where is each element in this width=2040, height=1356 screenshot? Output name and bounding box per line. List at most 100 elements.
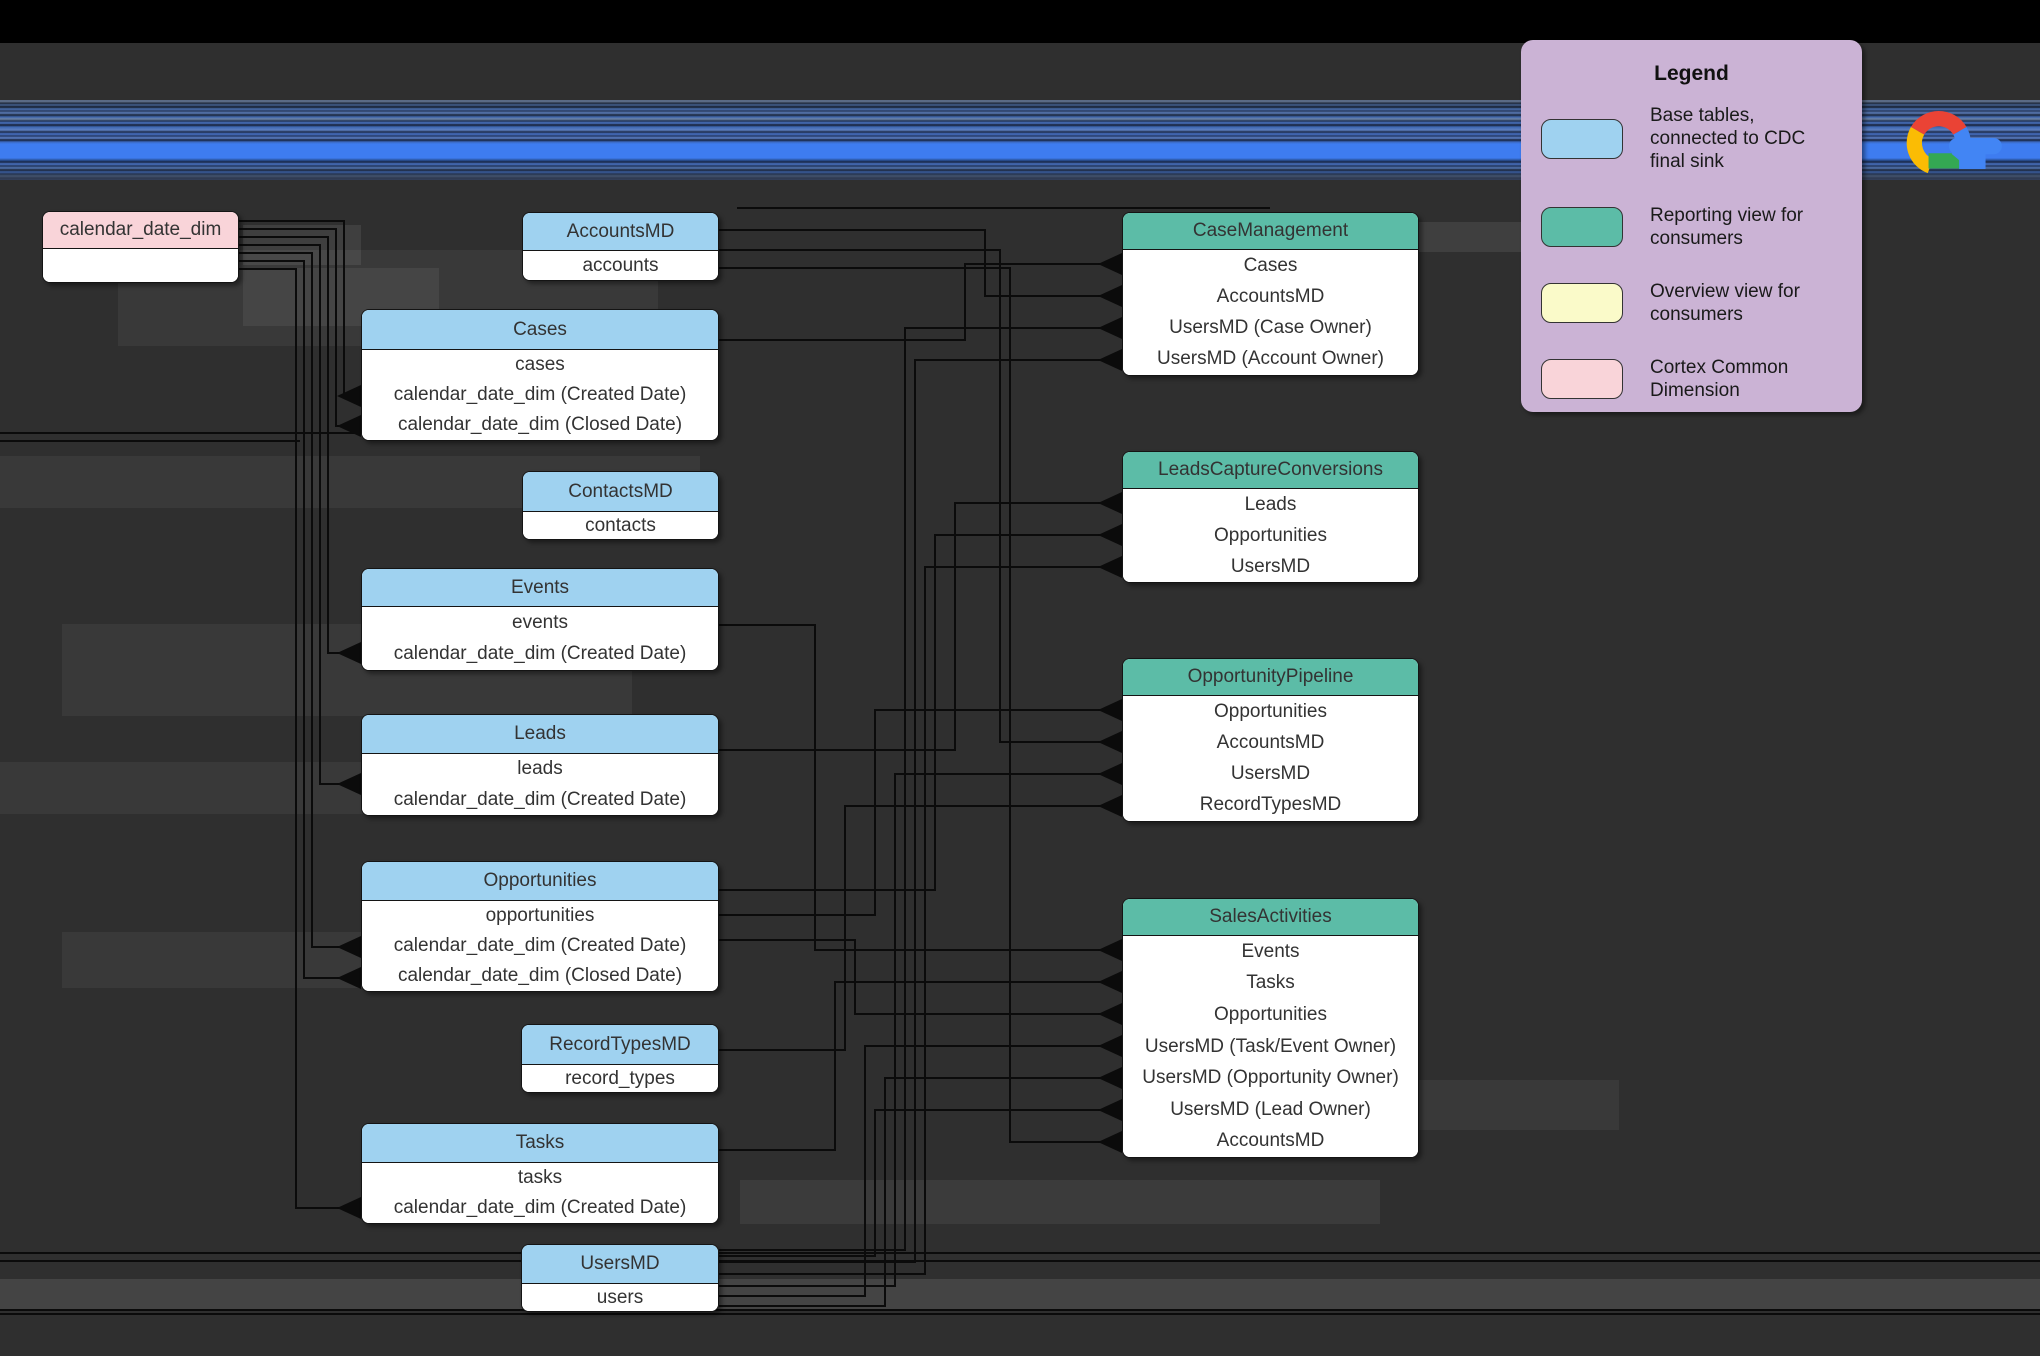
- table-title: UsersMD: [522, 1245, 718, 1284]
- crowsfoot-arrowhead: [1098, 524, 1122, 546]
- table-calendar-date-dim[interactable]: calendar_date_dim: [42, 211, 239, 283]
- crowsfoot-arrowhead: [1098, 1099, 1122, 1121]
- legend-item: Cortex Common Dimension: [1541, 356, 1842, 402]
- crowsfoot-arrowhead: [337, 967, 361, 989]
- table-title: calendar_date_dim: [43, 212, 238, 249]
- table-leads[interactable]: Leads leads calendar_date_dim (Created Dat…: [361, 714, 719, 816]
- table-title: OpportunityPipeline: [1123, 659, 1418, 696]
- table-row: Cases: [1243, 254, 1298, 276]
- legend-swatch-reporting-view: [1541, 206, 1623, 247]
- table-row: UsersMD: [1230, 555, 1311, 577]
- connector-edge: [719, 1109, 1122, 1257]
- table-row: tasks: [517, 1167, 563, 1188]
- crowsfoot-arrowhead: [337, 385, 361, 407]
- table-title: Events: [362, 569, 718, 607]
- legend-item: Reporting view for consumers: [1541, 204, 1842, 250]
- table-title: Opportunities: [362, 862, 718, 901]
- table-title: AccountsMD: [523, 213, 718, 251]
- table-row: opportunities: [485, 905, 595, 926]
- artifact-band: [0, 1279, 2040, 1309]
- table-row: UsersMD (Account Owner): [1157, 348, 1384, 370]
- table-body: record_types: [522, 1065, 718, 1092]
- table-row: Opportunities: [1213, 700, 1327, 722]
- crowsfoot-arrowhead: [1098, 349, 1122, 371]
- table-row: [43, 249, 238, 282]
- table-title: CaseManagement: [1123, 213, 1418, 250]
- connector-edge: [719, 1077, 1122, 1307]
- crowsfoot-arrowhead: [1098, 1131, 1122, 1153]
- table-row: calendar_date_dim (Closed Date): [397, 965, 683, 986]
- connector-edge: [719, 1045, 1122, 1297]
- legend-swatch-base-tables: [1541, 118, 1623, 159]
- connector-edge: [719, 267, 1122, 1143]
- table-row: contacts: [585, 514, 656, 536]
- table-row: Opportunities: [1213, 524, 1327, 546]
- legend-label: Overview view for consumers: [1650, 280, 1800, 326]
- connector-edge: [719, 709, 1122, 916]
- crowsfoot-arrowhead: [1098, 699, 1122, 721]
- crowsfoot-arrowhead: [1098, 795, 1122, 817]
- table-row: events: [512, 611, 568, 633]
- table-row: Leads: [1244, 493, 1297, 515]
- table-row: AccountsMD: [1216, 731, 1325, 753]
- crowsfoot-arrowhead: [1098, 253, 1122, 275]
- table-opportunities[interactable]: Opportunities opportunities calendar_date_…: [361, 861, 719, 992]
- table-row: leads: [517, 758, 563, 780]
- table-title: Leads: [362, 715, 718, 754]
- table-body: leads calendar_date_dim (Created Date): [362, 754, 718, 815]
- table-row: UsersMD (Lead Owner): [1170, 1098, 1371, 1120]
- legend-swatch-common-dimension: [1541, 359, 1623, 400]
- table-title: ContactsMD: [523, 472, 718, 512]
- connector-edge: [719, 229, 1122, 297]
- table-body: opportunities calendar_date_dim (Created …: [362, 901, 718, 991]
- crowsfoot-arrowhead: [1098, 285, 1122, 307]
- connector-edge: [719, 502, 1122, 751]
- table-row: calendar_date_dim (Closed Date): [397, 414, 683, 435]
- table-row: calendar_date_dim (Created Date): [393, 935, 687, 956]
- table-row: calendar_date_dim (Created Date): [393, 788, 687, 810]
- crowsfoot-arrowhead: [1098, 1067, 1122, 1089]
- crowsfoot-arrowhead: [337, 642, 361, 664]
- connector-edge: [719, 624, 1122, 951]
- table-body: accounts: [523, 251, 718, 280]
- crowsfoot-arrowhead: [337, 415, 361, 437]
- table-row: UsersMD (Case Owner): [1169, 317, 1372, 339]
- crowsfoot-arrowhead: [1098, 492, 1122, 514]
- table-body: contacts: [523, 512, 718, 539]
- table-row: Tasks: [1246, 972, 1295, 994]
- crowsfoot-arrowhead: [1098, 1003, 1122, 1025]
- artifact-band: [740, 1180, 1380, 1224]
- crowsfoot-arrowhead: [337, 1197, 361, 1219]
- table-row: record_types: [565, 1067, 675, 1089]
- legend-panel: Legend Base tables, connected to CDC fin…: [1521, 40, 1862, 412]
- artifact-band: [1419, 222, 1531, 252]
- legend-label: Cortex Common Dimension: [1650, 357, 1789, 402]
- table-row: AccountsMD: [1216, 285, 1325, 307]
- connector-edge: [719, 773, 1122, 1287]
- crowsfoot-arrowhead: [337, 773, 361, 795]
- connector-edge: [719, 534, 1122, 891]
- legend-item: Overview view for consumers: [1541, 280, 1842, 326]
- table-accountsmd[interactable]: AccountsMD accounts: [522, 212, 719, 281]
- table-title: LeadsCaptureConversions: [1123, 452, 1418, 489]
- table-row: UsersMD (Task/Event Owner): [1144, 1035, 1397, 1057]
- table-row: Events: [1241, 940, 1300, 962]
- table-row: calendar_date_dim (Created Date): [393, 384, 687, 405]
- table-row: accounts: [582, 254, 659, 276]
